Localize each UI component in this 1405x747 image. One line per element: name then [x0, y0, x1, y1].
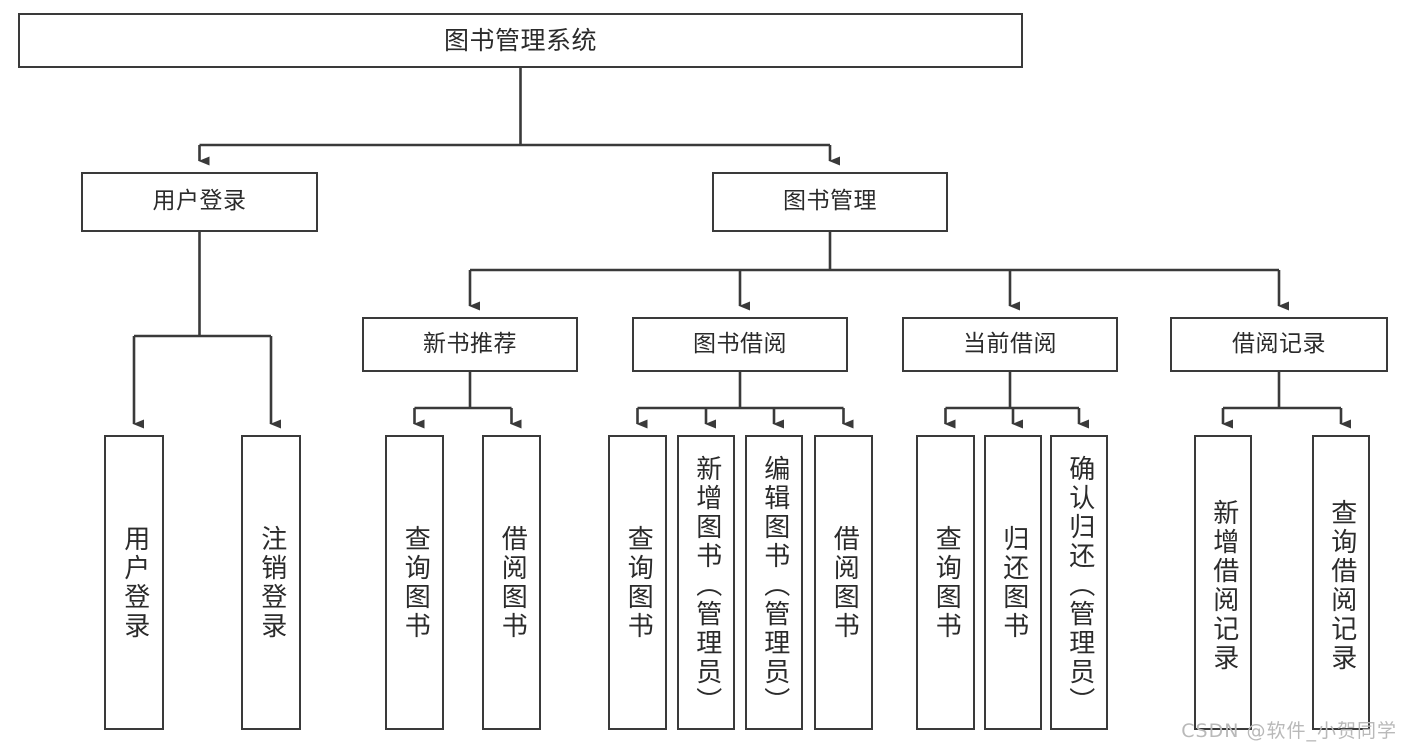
watermark-text: CSDN @软件_小贺同学: [1181, 720, 1397, 742]
node-leaf-edit-book-admin-label: 编辑图书（管理员）: [759, 455, 790, 716]
node-book-management[interactable]: 图书管理: [712, 172, 948, 232]
node-leaf-user-logout[interactable]: 注销登录: [241, 435, 301, 730]
node-leaf-query-book-1-label: 查询图书: [400, 524, 431, 641]
node-leaf-borrow-book-2[interactable]: 借阅图书: [814, 435, 873, 730]
node-leaf-edit-book-admin[interactable]: 编辑图书（管理员）: [745, 435, 803, 730]
node-leaf-query-book-1[interactable]: 查询图书: [385, 435, 444, 730]
node-root-system[interactable]: 图书管理系统: [18, 13, 1023, 68]
node-new-book-recommend[interactable]: 新书推荐: [362, 317, 578, 372]
node-leaf-confirm-return[interactable]: 确认归还（管理员）: [1050, 435, 1108, 730]
node-leaf-query-book-2-label: 查询图书: [623, 524, 654, 641]
node-leaf-add-borrow-record-label: 新增借阅记录: [1208, 498, 1239, 673]
node-borrow-record-label: 借阅记录: [1232, 330, 1326, 357]
node-leaf-user-logout-label: 注销登录: [256, 524, 287, 641]
node-leaf-query-book-2[interactable]: 查询图书: [608, 435, 667, 730]
node-borrow-record[interactable]: 借阅记录: [1170, 317, 1388, 372]
node-leaf-return-book[interactable]: 归还图书: [984, 435, 1042, 730]
node-leaf-query-borrow-record-label: 查询借阅记录: [1326, 498, 1357, 673]
node-leaf-borrow-book-2-label: 借阅图书: [829, 524, 860, 641]
node-user-login-label: 用户登录: [152, 188, 247, 215]
node-leaf-borrow-book-1[interactable]: 借阅图书: [482, 435, 541, 730]
node-book-borrow[interactable]: 图书借阅: [632, 317, 848, 372]
node-leaf-query-book-3-label: 查询图书: [931, 524, 962, 641]
node-current-borrow[interactable]: 当前借阅: [902, 317, 1118, 372]
node-root-system-label: 图书管理系统: [443, 25, 597, 55]
node-current-borrow-label: 当前借阅: [963, 330, 1057, 357]
node-leaf-query-borrow-record[interactable]: 查询借阅记录: [1312, 435, 1370, 730]
node-leaf-confirm-return-label: 确认归还（管理员）: [1064, 455, 1095, 716]
node-book-borrow-label: 图书借阅: [693, 330, 787, 357]
node-leaf-user-login[interactable]: 用户登录: [104, 435, 164, 730]
node-leaf-query-book-3[interactable]: 查询图书: [916, 435, 975, 730]
node-leaf-user-login-label: 用户登录: [119, 524, 150, 641]
node-leaf-add-borrow-record[interactable]: 新增借阅记录: [1194, 435, 1252, 730]
node-user-login[interactable]: 用户登录: [81, 172, 318, 232]
node-book-management-label: 图书管理: [783, 188, 877, 215]
node-leaf-add-book-admin-label: 新增图书（管理员）: [691, 455, 722, 716]
node-leaf-borrow-book-1-label: 借阅图书: [497, 524, 528, 641]
node-new-book-recommend-label: 新书推荐: [423, 330, 517, 357]
node-leaf-add-book-admin[interactable]: 新增图书（管理员）: [677, 435, 735, 730]
node-leaf-return-book-label: 归还图书: [998, 524, 1029, 641]
